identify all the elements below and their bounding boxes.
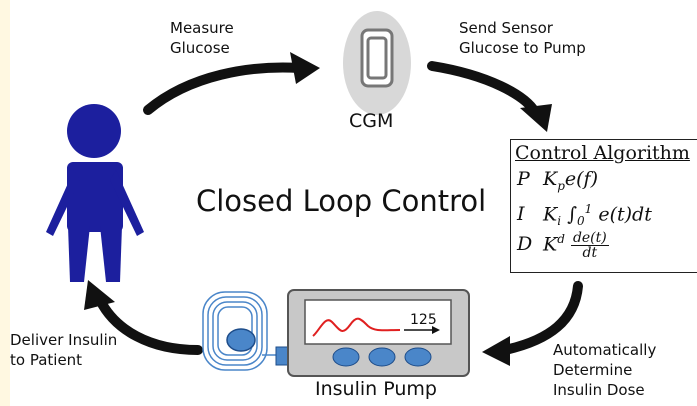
arrow-determine — [482, 281, 583, 366]
pump-reading: 125 — [410, 312, 437, 328]
arrow-deliver — [84, 280, 203, 355]
arrow-send — [427, 61, 552, 132]
pump-label: Insulin Pump — [315, 378, 437, 400]
diagram-title: Closed Loop Control — [196, 184, 487, 218]
infusion-set-icon — [202, 291, 290, 371]
algorithm-title: Control Algorithm — [515, 142, 690, 164]
person-icon — [46, 104, 144, 282]
insulin-pump-icon — [275, 289, 470, 377]
infusion-site-icon — [226, 328, 256, 352]
cgm-sensor-icon — [343, 11, 411, 115]
cgm-label: CGM — [349, 110, 394, 132]
derivative-fraction: de(t) dt — [570, 229, 609, 261]
arrow-measure — [143, 52, 320, 115]
